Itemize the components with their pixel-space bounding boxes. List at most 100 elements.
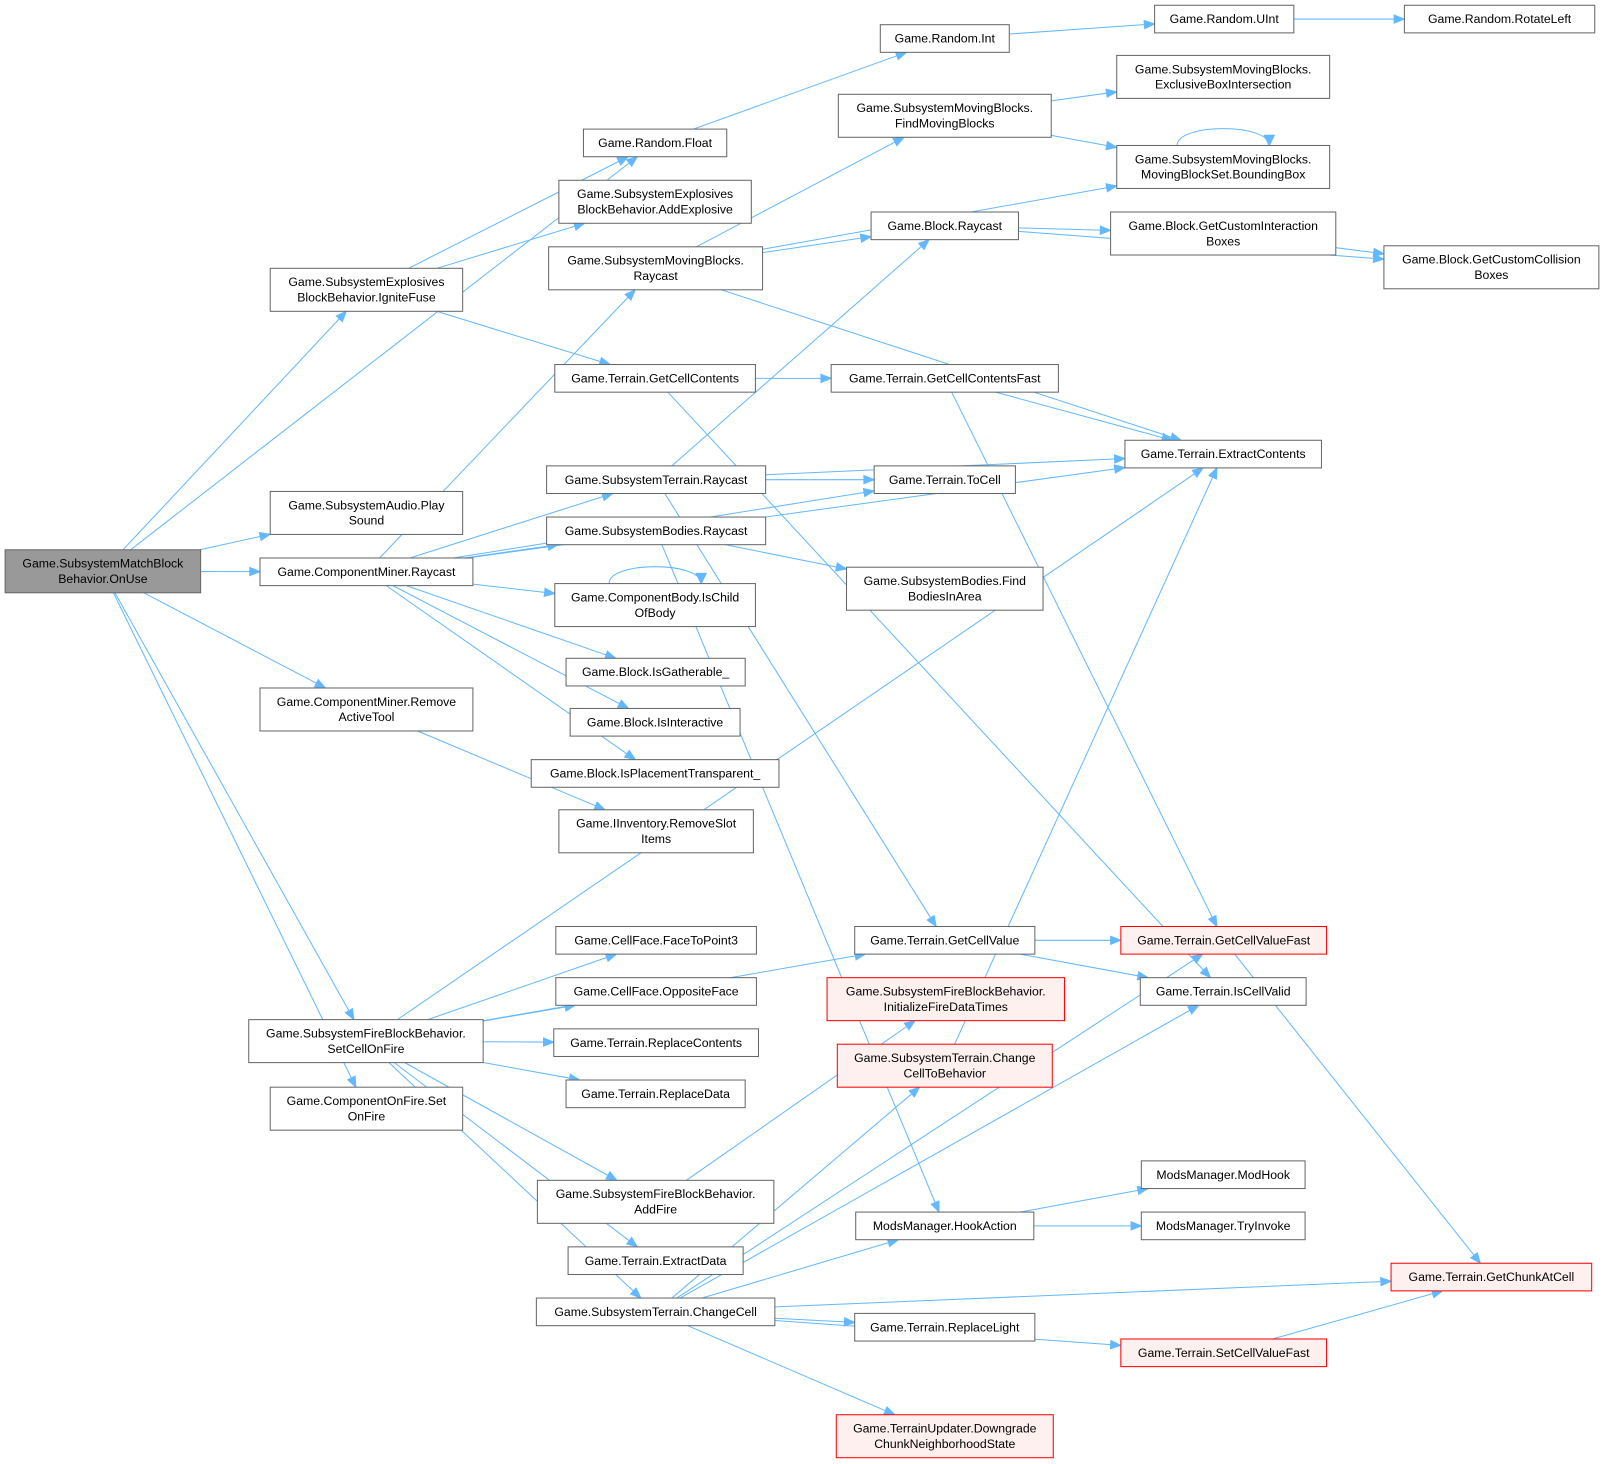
edge-arrow xyxy=(995,391,1174,443)
node-game-terrainupdater-downgradechunkneighborhoodstate[interactable]: Game.TerrainUpdater.DowngradeChunkNeighb… xyxy=(835,1414,1054,1459)
node-game-terrain-getcellcontents[interactable]: Game.Terrain.GetCellContents xyxy=(554,364,756,393)
edge-arrow xyxy=(774,1317,857,1327)
node-game-subsystemterrain-changecell[interactable]: Game.SubsystemTerrain.ChangeCell xyxy=(535,1297,776,1327)
node-game-terrain-tocell[interactable]: Game.Terrain.ToCell xyxy=(873,465,1016,495)
edge-arrow xyxy=(200,566,262,577)
node-label: Game.ComponentBody.IsChild xyxy=(571,590,739,604)
edge-arrow xyxy=(114,592,355,1021)
node-game-random-int[interactable]: Game.Random.Int xyxy=(879,24,1010,53)
edge-arrow xyxy=(1051,134,1119,151)
node-label: Game.TerrainUpdater.Downgrade xyxy=(853,1422,1037,1436)
node-game-block-isinteractive[interactable]: Game.Block.IsInteractive xyxy=(569,707,741,737)
node-game-block-raycast[interactable]: Game.Block.Raycast xyxy=(870,211,1019,241)
node-modsmanager-hookaction[interactable]: ModsManager.HookAction xyxy=(855,1211,1035,1241)
node-game-subsystemterrain-changecelltobehavior[interactable]: Game.SubsystemTerrain.ChangeCellToBehavi… xyxy=(836,1043,1053,1088)
node-box xyxy=(555,925,757,955)
node-box xyxy=(873,465,1016,495)
node-label: Game.SubsystemMovingBlocks. xyxy=(567,254,744,268)
node-game-subsystemmovingblocks-exclusiveboxintersection[interactable]: Game.SubsystemMovingBlocks.ExclusiveBoxI… xyxy=(1116,54,1331,99)
node-game-subsystemexplosivesblockbehavior-addexplosive[interactable]: Game.SubsystemExplosivesBlockBehavior.Ad… xyxy=(558,179,752,224)
node-box xyxy=(548,246,764,291)
node-box xyxy=(269,267,464,312)
node-label: Game.Block.GetCustomInteraction xyxy=(1128,219,1318,233)
node-box xyxy=(826,977,1066,1022)
node-label: Boxes xyxy=(1474,268,1508,282)
edge-arrow xyxy=(483,1061,582,1083)
node-box xyxy=(558,809,754,854)
node-label: Game.SubsystemExplosives xyxy=(577,187,733,201)
node-label: Game.ComponentOnFire.Set xyxy=(287,1094,447,1108)
nodes-layer: Game.SubsystemMatchBlockBehavior.OnUseGa… xyxy=(4,4,1600,1459)
edge-arrow xyxy=(679,1004,1200,1299)
node-game-terrain-extractdata[interactable]: Game.Terrain.ExtractData xyxy=(567,1246,744,1276)
node-box xyxy=(835,1414,1054,1459)
node-game-random-rotateleft[interactable]: Game.Random.RotateLeft xyxy=(1403,4,1596,34)
node-label: Game.Terrain.IsCellValid xyxy=(1156,985,1291,999)
edge-arrow xyxy=(765,474,876,485)
node-game-terrain-replacecontents[interactable]: Game.Terrain.ReplaceContents xyxy=(553,1028,759,1057)
node-game-subsystemexplosivesblockbehavior-ignitefuse[interactable]: Game.SubsystemExplosivesBlockBehavior.Ig… xyxy=(269,267,464,312)
node-label: Raycast xyxy=(633,269,678,283)
node-game-block-isplacementtransparent[interactable]: Game.Block.IsPlacementTransparent_ xyxy=(530,759,780,788)
node-game-block-isgatherable[interactable]: Game.Block.IsGatherable_ xyxy=(565,657,746,687)
edge-arrow xyxy=(661,544,940,1214)
edge-arrow xyxy=(406,585,618,660)
node-game-componentminer-raycast[interactable]: Game.ComponentMiner.Raycast xyxy=(259,557,474,587)
node-label: CellToBehavior xyxy=(904,1066,987,1080)
node-label: BlockBehavior.AddExplosive xyxy=(577,203,733,217)
node-box xyxy=(1120,1338,1328,1368)
node-game-subsystemmovingblocks-movingblockset-boundingbox[interactable]: Game.SubsystemMovingBlocks. MovingBlockSe… xyxy=(1116,144,1331,189)
node-game-cellface-facetopoint3[interactable]: Game.CellFace.FaceToPoint3 xyxy=(555,925,757,955)
node-game-terrain-setcellvaluefast[interactable]: Game.Terrain.SetCellValueFast xyxy=(1120,1338,1328,1368)
node-label: Game.SubsystemExplosives xyxy=(288,275,444,289)
edge-arrow xyxy=(199,531,272,551)
edge-arrow xyxy=(472,583,557,598)
node-label: Game.SubsystemBodies.Find xyxy=(864,574,1026,588)
edge-arrow xyxy=(1272,1289,1444,1340)
edge-arrow xyxy=(774,1276,1393,1308)
node-game-random-float[interactable]: Game.Random.Float xyxy=(582,128,728,158)
node-modsmanager-modhook[interactable]: ModsManager.ModHook xyxy=(1140,1160,1306,1190)
node-game-subsystemfireblockbehavior-addfire[interactable]: Game.SubsystemFireBlockBehavior.AddFire xyxy=(536,1179,775,1224)
node-game-terrain-getcellvaluefast[interactable]: Game.Terrain.GetCellValueFast xyxy=(1120,925,1328,955)
node-box xyxy=(565,657,746,687)
node-game-subsystemterrain-raycast[interactable]: Game.SubsystemTerrain.Raycast xyxy=(546,465,767,495)
node-game-subsystemfireblockbehavior-initializefiredatatimes[interactable]: Game.SubsystemFireBlockBehavior.Initiali… xyxy=(826,977,1066,1022)
node-game-terrain-extractcontents[interactable]: Game.Terrain.ExtractContents xyxy=(1124,439,1322,469)
edge-arrow xyxy=(1018,225,1112,235)
node-game-subsystembodies-raycast[interactable]: Game.SubsystemBodies.Raycast xyxy=(546,516,767,546)
node-game-subsystemmovingblocks-findmovingblocks[interactable]: Game.SubsystemMovingBlocks.FindMovingBlo… xyxy=(837,93,1052,138)
node-game-random-uint[interactable]: Game.Random.UInt xyxy=(1154,4,1295,34)
node-label: OnFire xyxy=(348,1109,386,1123)
node-box xyxy=(546,465,767,495)
node-box xyxy=(837,93,1052,138)
edge-arrow xyxy=(1019,953,1150,981)
node-game-subsystemfireblockbehavior-setcellonfire[interactable]: Game.SubsystemFireBlockBehavior.SetCellO… xyxy=(248,1019,484,1064)
node-label: MovingBlockSet.BoundingBox xyxy=(1141,168,1305,182)
node-modsmanager-tryinvoke[interactable]: ModsManager.TryInvoke xyxy=(1140,1211,1306,1241)
node-game-terrain-replacelight[interactable]: Game.Terrain.ReplaceLight xyxy=(854,1312,1036,1342)
node-game-subsystemmovingblocks-raycast[interactable]: Game.SubsystemMovingBlocks.Raycast xyxy=(548,246,764,291)
node-label: Game.SubsystemMovingBlocks. xyxy=(1135,152,1312,166)
node-box xyxy=(854,925,1036,955)
node-label: Game.SubsystemTerrain.Raycast xyxy=(565,473,748,487)
node-game-terrain-getchunkatcell[interactable]: Game.Terrain.GetChunkAtCell xyxy=(1390,1262,1593,1292)
node-box xyxy=(546,516,767,546)
node-game-terrain-iscellvalid[interactable]: Game.Terrain.IsCellValid xyxy=(1139,977,1307,1006)
node-game-terrain-getcellvalue[interactable]: Game.Terrain.GetCellValue xyxy=(854,925,1036,955)
node-box xyxy=(1140,1211,1306,1241)
node-game-terrain-getcellcontentsfast[interactable]: Game.Terrain.GetCellContentsFast xyxy=(830,364,1059,393)
edge-arrow xyxy=(436,310,612,367)
node-game-cellface-oppositeface[interactable]: Game.CellFace.OppositeFace xyxy=(555,977,757,1006)
edge-arrow xyxy=(397,467,1205,1021)
node-game-terrain-replacedata[interactable]: Game.Terrain.ReplaceData xyxy=(565,1079,746,1109)
